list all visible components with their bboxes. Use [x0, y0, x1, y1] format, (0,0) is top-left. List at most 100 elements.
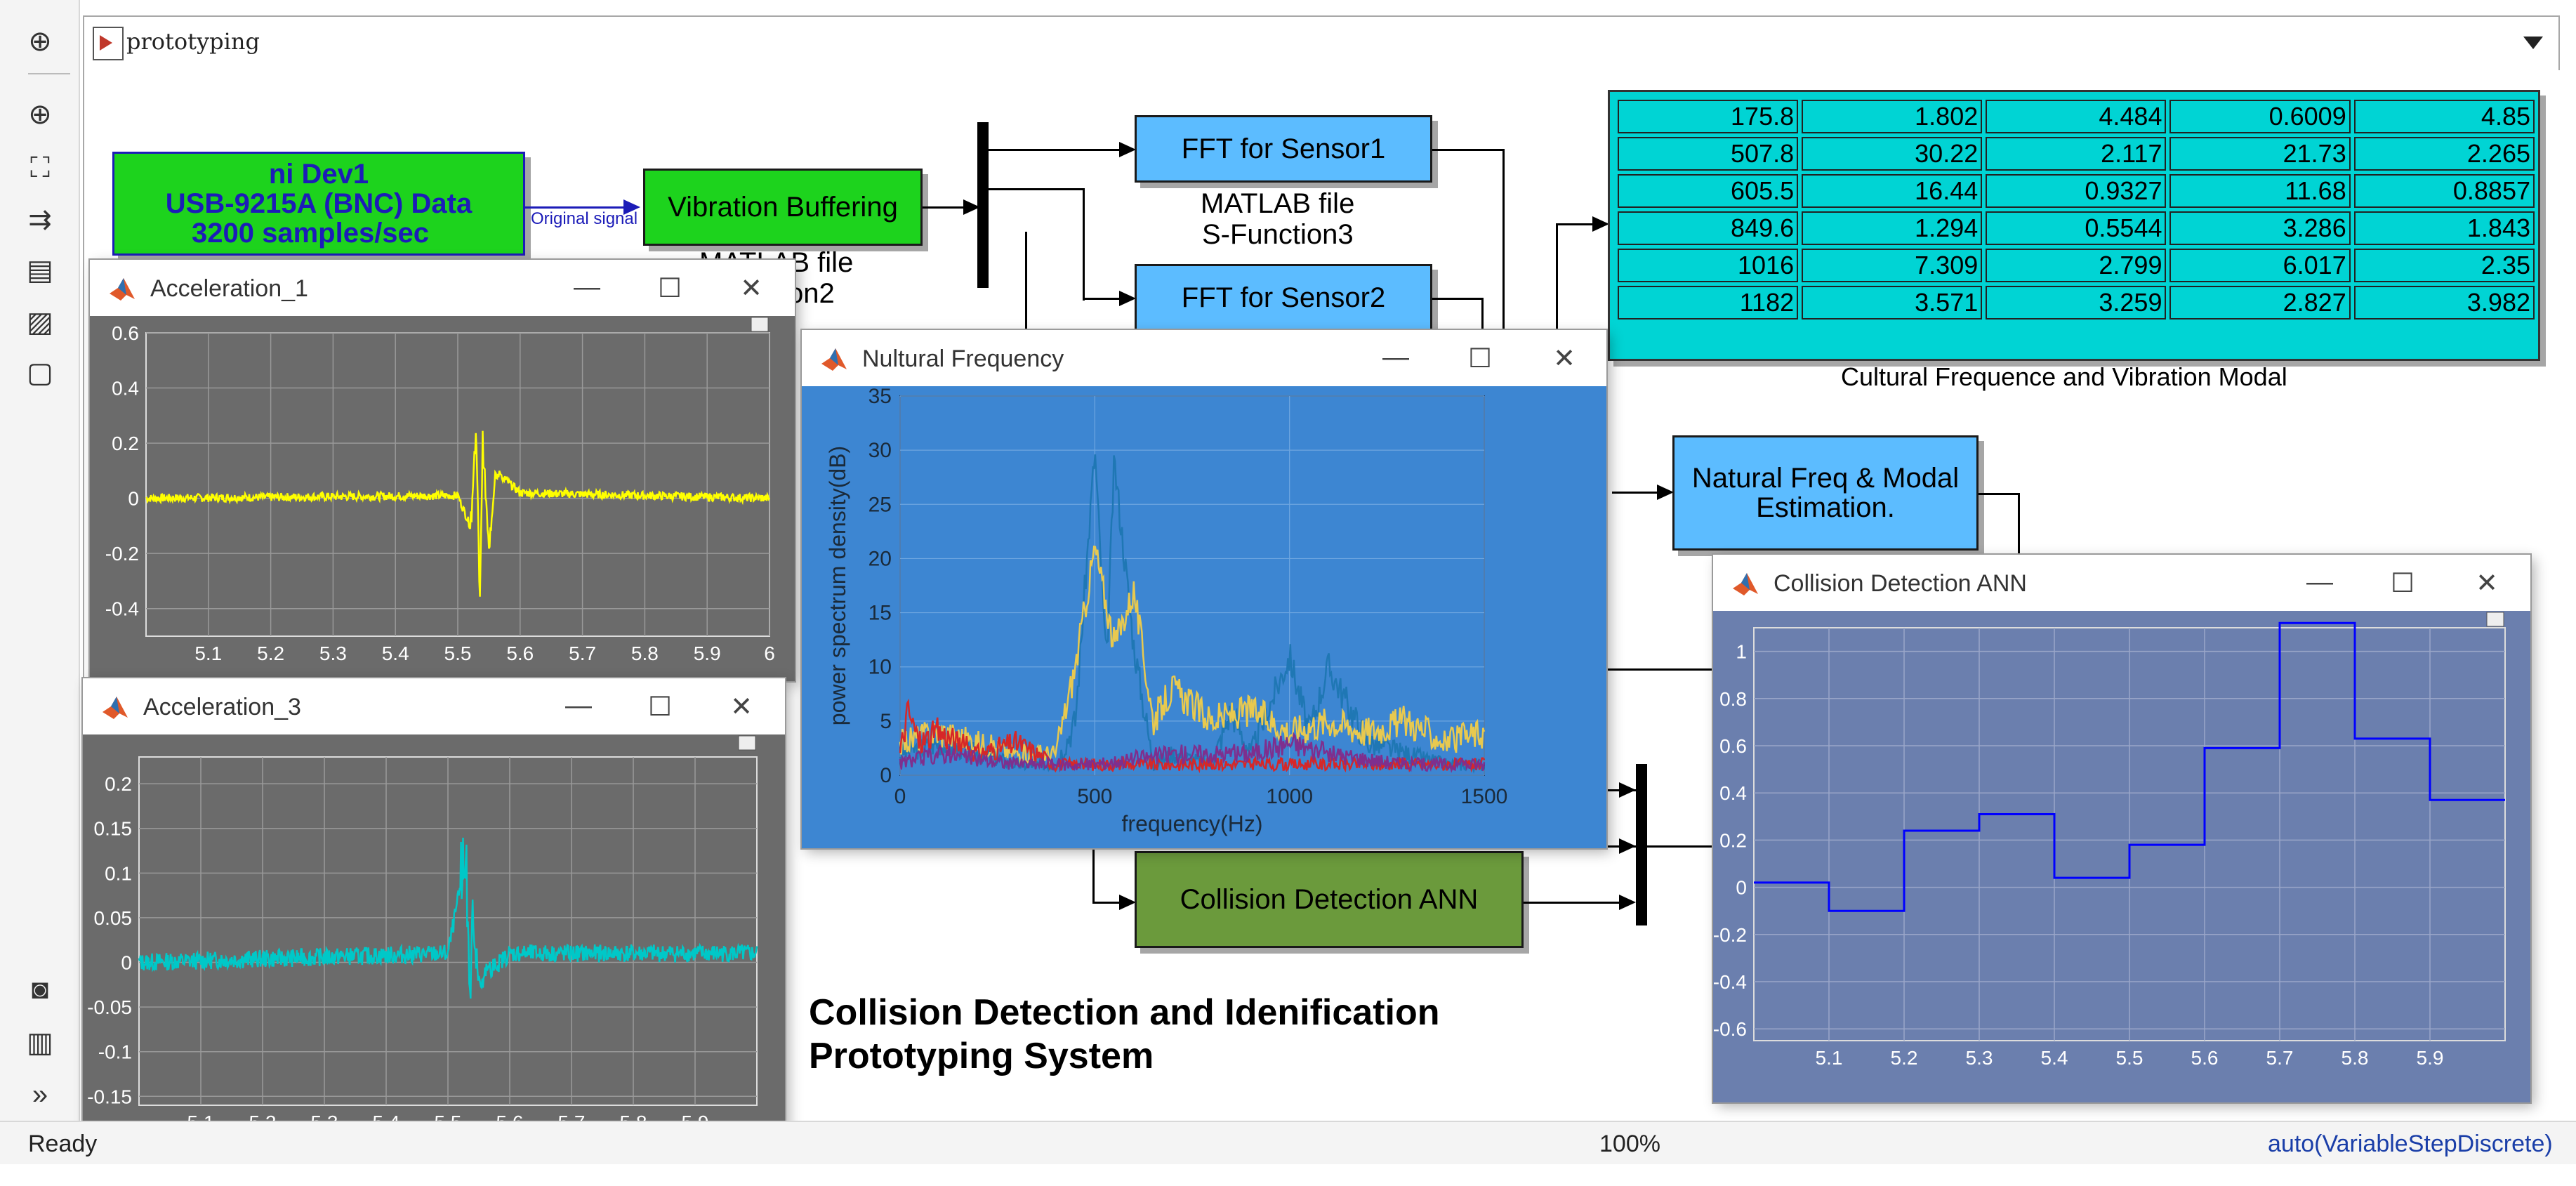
y-tick-label: 0.8 [1719, 688, 1747, 710]
acceleration-3-plot: 0.20.150.10.050-0.05-0.1-0.155.15.25.35.… [87, 735, 758, 1133]
more-icon[interactable]: » [32, 1079, 48, 1110]
camera-icon[interactable]: ◙ [31, 973, 49, 1005]
window-title-bar[interactable]: Acceleration_1 — ☐ ✕ [90, 260, 795, 316]
fft-sensor2-block[interactable]: FFT for Sensor2 [1135, 264, 1432, 331]
zoom-level[interactable]: 100% [1599, 1131, 1660, 1157]
matlab-logo-icon [110, 278, 135, 301]
y-tick-label: 35 [868, 386, 892, 408]
minimize-icon[interactable]: — [574, 272, 600, 302]
x-tick-label: 1500 [1461, 785, 1508, 808]
y-tick-label: 25 [868, 493, 892, 516]
window-title: Collision Detection ANN [1774, 570, 2027, 597]
table-cell: 1.294 [1802, 211, 1983, 245]
y-axis-label: power spectrum density(dB) [825, 446, 850, 725]
window-title: Acceleration_3 [143, 694, 301, 720]
model-address-bar[interactable]: prototyping [83, 15, 2560, 72]
table-cell: 30.22 [1802, 137, 1983, 171]
image-icon[interactable]: ▨ [27, 307, 53, 338]
maximize-icon[interactable]: ☐ [2390, 569, 2415, 598]
window-title: Acceleration_1 [150, 275, 308, 302]
minimize-icon[interactable]: — [2306, 567, 2333, 597]
arrow-icon[interactable]: ⇉ [28, 204, 52, 235]
line-mux-out [1647, 845, 1717, 848]
arrow-to-fft1 [1119, 142, 1136, 157]
natural-freq-line2: Estimation. [1756, 492, 1895, 523]
maximize-icon[interactable]: ☐ [647, 692, 673, 722]
table-cell: 7.309 [1802, 249, 1983, 282]
table-cell: 0.6009 [2169, 100, 2351, 133]
table-cell: 0.5544 [1986, 211, 2167, 245]
table-cell: 16.44 [1802, 174, 1983, 208]
solver-info[interactable]: auto(VariableStepDiscrete) [2268, 1131, 2553, 1157]
x-tick-label: 5.3 [1966, 1047, 1993, 1069]
y-tick-label: -0.2 [105, 543, 139, 565]
mux-bus[interactable] [1636, 764, 1647, 925]
x-tick-label: 5.2 [257, 643, 284, 664]
system-title-line1: Collision Detection and Idenification [809, 992, 1440, 1033]
ni-dev1-block[interactable]: ni Dev1 USB-9215A (BNC) Data 3200 sample… [112, 152, 525, 256]
close-icon[interactable]: ✕ [1553, 344, 1576, 374]
line-to-cd-window [1608, 668, 1716, 671]
table-cell: 4.85 [2353, 100, 2535, 133]
report-icon[interactable]: ▥ [27, 1027, 53, 1058]
y-tick-label: -0.4 [1713, 971, 1747, 993]
back-icon[interactable]: ⊕ [28, 26, 52, 57]
area-icon[interactable]: ▢ [27, 357, 53, 388]
y-tick-label: 20 [868, 547, 892, 570]
fft-sensor1-block[interactable]: FFT for Sensor1 [1135, 115, 1432, 183]
window-title-bar[interactable]: Nultural Frequency — ☐ ✕ [802, 330, 1606, 386]
maximize-icon[interactable]: ☐ [657, 274, 682, 303]
table-cell: 0.9327 [1986, 174, 2167, 208]
y-tick-label: 0.1 [105, 862, 132, 884]
annotation-icon[interactable]: ▤ [27, 255, 53, 286]
collision-detection-ann-block[interactable]: Collision Detection ANN [1135, 851, 1524, 948]
maximize-icon[interactable]: ☐ [1467, 344, 1493, 374]
fft1-sfunction3-label: S-Function3 [1202, 219, 1354, 250]
natural-freq-line1: Natural Freq & Modal [1691, 463, 1960, 494]
table-cell: 6.017 [2169, 249, 2351, 282]
fit-view-icon[interactable]: ⛶ [30, 152, 50, 183]
vibration-buffering-block[interactable]: Vibration Buffering [643, 169, 923, 246]
vibration-buffering-label: Vibration Buffering [668, 191, 898, 223]
y-tick-label: 0 [880, 764, 892, 787]
dropdown-arrow-icon[interactable] [2523, 37, 2543, 49]
x-tick-label: 1000 [1266, 785, 1313, 808]
table-cell: 2.799 [1986, 249, 2167, 282]
matlab-logo-icon [1733, 573, 1758, 595]
minimize-icon[interactable]: — [565, 691, 592, 720]
y-tick-label: 0.4 [1719, 782, 1747, 804]
close-icon[interactable]: ✕ [2476, 569, 2498, 598]
natural-freq-block[interactable]: Natural Freq & Modal Estimation. [1672, 435, 1979, 551]
y-tick-label: -0.2 [1713, 924, 1747, 946]
arrow-to-bus [963, 199, 980, 215]
signal-line [525, 206, 623, 209]
x-tick-label: 5.6 [2191, 1047, 2219, 1069]
line-to-table-vertical [1556, 223, 1558, 350]
minimize-icon[interactable]: — [1382, 343, 1409, 372]
arrow-to-mux-2 [1619, 838, 1636, 854]
model-name[interactable]: prototyping [126, 28, 260, 55]
x-tick-label: 5.8 [2341, 1047, 2369, 1069]
close-icon[interactable]: ✕ [730, 692, 753, 722]
arrow-to-collision-block [1119, 895, 1136, 910]
zoom-in-icon[interactable]: ⊕ [28, 99, 52, 130]
line-to-fft2 [1083, 298, 1129, 300]
line-natural-freq-out [1979, 493, 2019, 495]
close-icon[interactable]: ✕ [740, 274, 762, 303]
demux-bus[interactable] [977, 122, 989, 288]
window-title-bar[interactable]: Acceleration_3 — ☐ ✕ [83, 678, 785, 734]
window-title-bar[interactable]: Collision Detection ANN — ☐ ✕ [1713, 555, 2530, 611]
y-tick-label: 5 [880, 710, 892, 733]
signal-trace [145, 430, 771, 597]
table-caption: Cultural Frequence and Vibration Modal [1841, 362, 2287, 391]
fft1-matlab-label: MATLAB file [1201, 188, 1355, 219]
y-tick-label: 0.15 [94, 818, 133, 840]
arrow-to-mux-1 [1619, 782, 1636, 798]
